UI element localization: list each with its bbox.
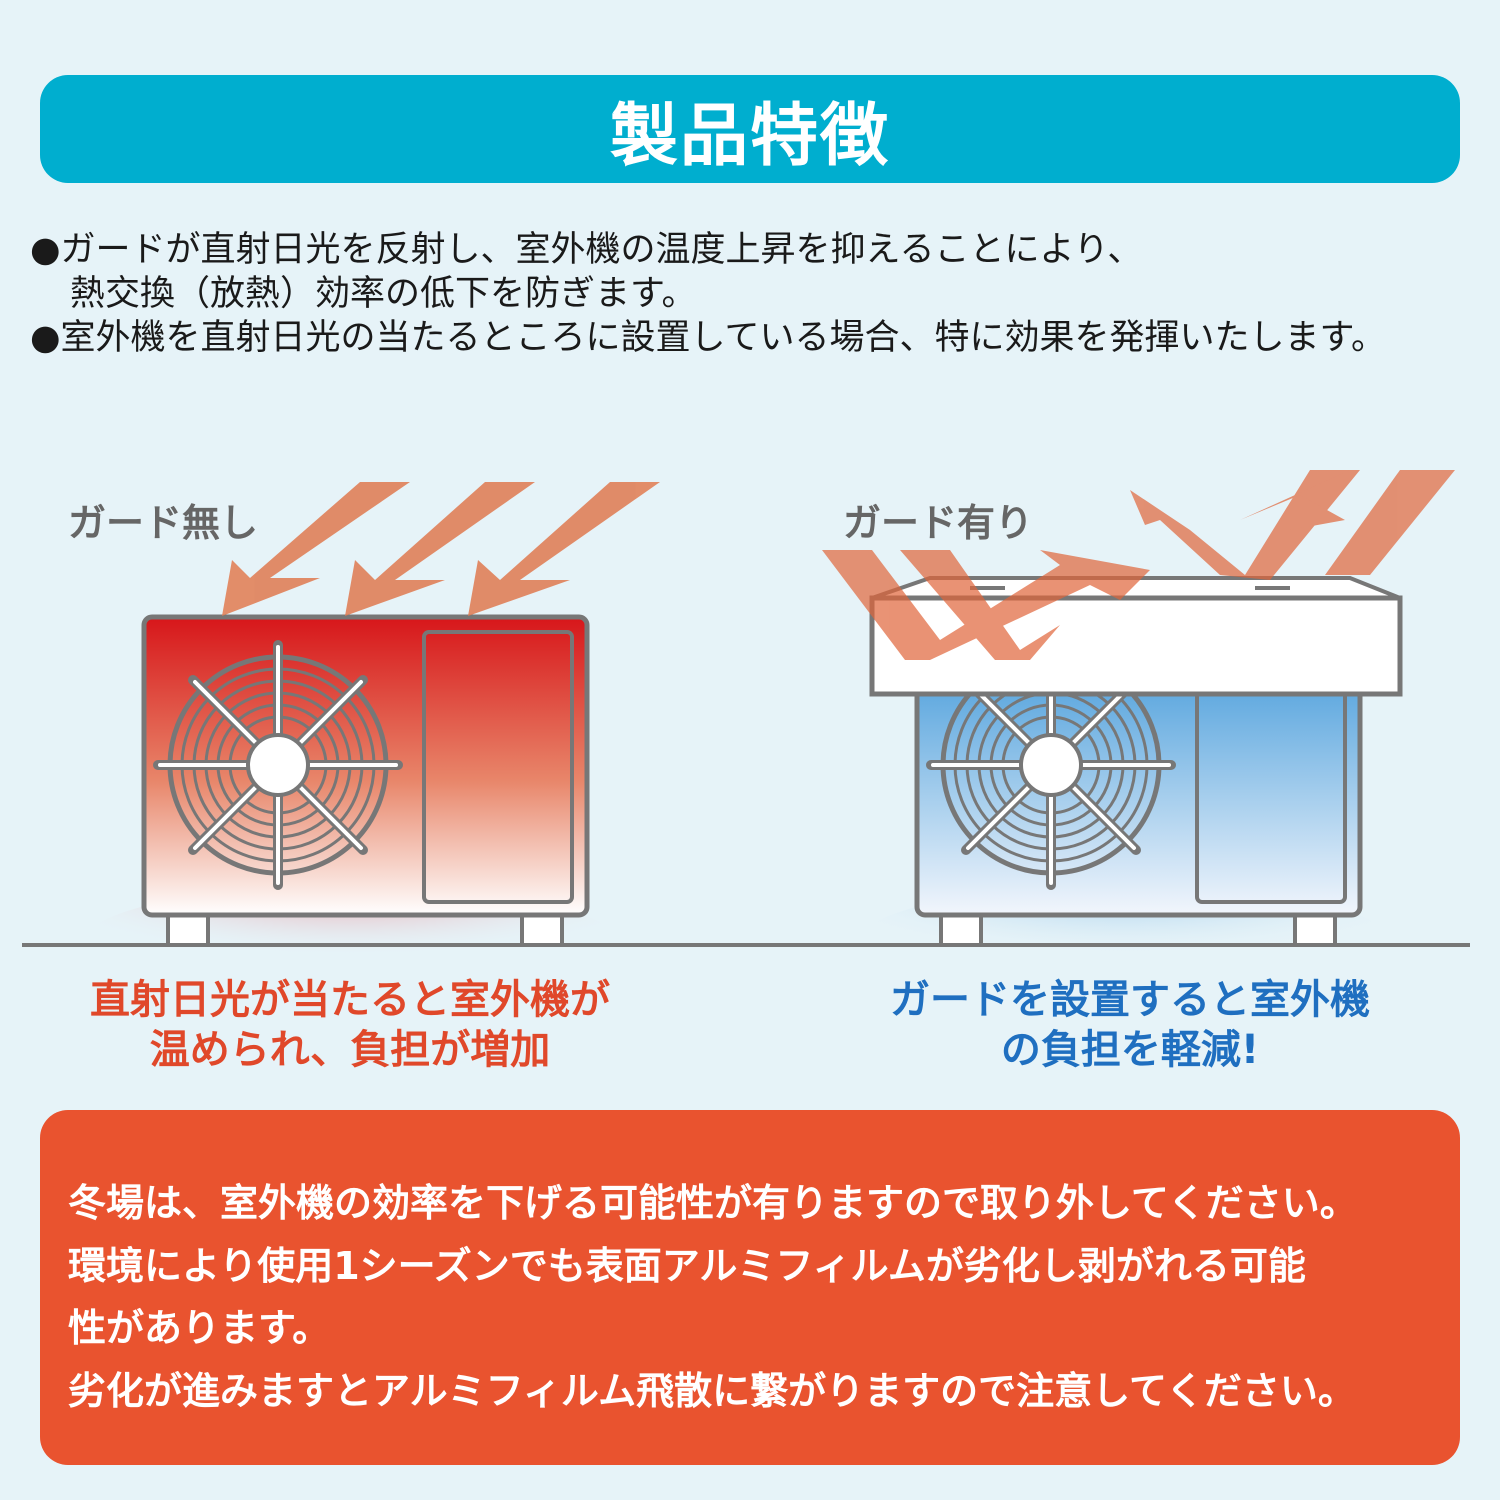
caption-line: の負担を軽減! — [1000, 1027, 1260, 1073]
page-title: 製品特徴 — [609, 96, 890, 176]
caution-notice: 冬場は、室外機の効率を下げる可能性が有りますので取り外してください。 環境により… — [40, 1110, 1460, 1465]
label-without-guard: ガード無し — [68, 501, 259, 545]
caption-line: ガードを設置すると室外機 — [890, 977, 1370, 1023]
outdoor-unit-hot — [141, 614, 590, 947]
sun-guard — [869, 576, 1403, 697]
label-with-guard: ガード有り — [843, 501, 1034, 545]
feature-bullets: ●ガードが直射日光を反射し、室外機の温度上昇を抑えることにより、 熱交換（放熱）… — [30, 228, 1386, 360]
caption-line: 直射日光が当たると室外機が — [90, 977, 610, 1023]
sunlight-arrows-icon — [222, 482, 660, 616]
comparison-illustration — [22, 470, 1470, 980]
notice-line: 環境により使用1シーズンでも表面アルミフィルムが劣化し剥がれる可能 — [68, 1244, 1306, 1288]
notice-line: 性があります。 — [68, 1306, 331, 1350]
caption-without-guard: 直射日光が当たると室外機が 温められ、負担が増加 — [40, 975, 660, 1075]
caption-line: 温められ、負担が増加 — [149, 1027, 551, 1073]
caption-with-guard: ガードを設置すると室外機 の負担を軽減! — [820, 975, 1440, 1075]
bullet-1-line-2: 熱交換（放熱）効率の低下を防ぎます。 — [70, 274, 697, 314]
bullet-2: ●室外機を直射日光の当たるところに設置している場合、特に効果を発揮いたします。 — [30, 318, 1386, 358]
title-bar: 製品特徴 — [40, 75, 1460, 183]
fan-icon — [158, 645, 398, 885]
notice-line: 劣化が進みますとアルミフィルム飛散に繋がりますので注意してください。 — [68, 1369, 1356, 1413]
notice-line: 冬場は、室外機の効率を下げる可能性が有りますので取り外してください。 — [68, 1181, 1358, 1225]
reflected-sunlight-arrows-icon — [822, 470, 1455, 660]
bullet-1-line-1: ●ガードが直射日光を反射し、室外機の温度上昇を抑えることにより、 — [30, 230, 1143, 270]
